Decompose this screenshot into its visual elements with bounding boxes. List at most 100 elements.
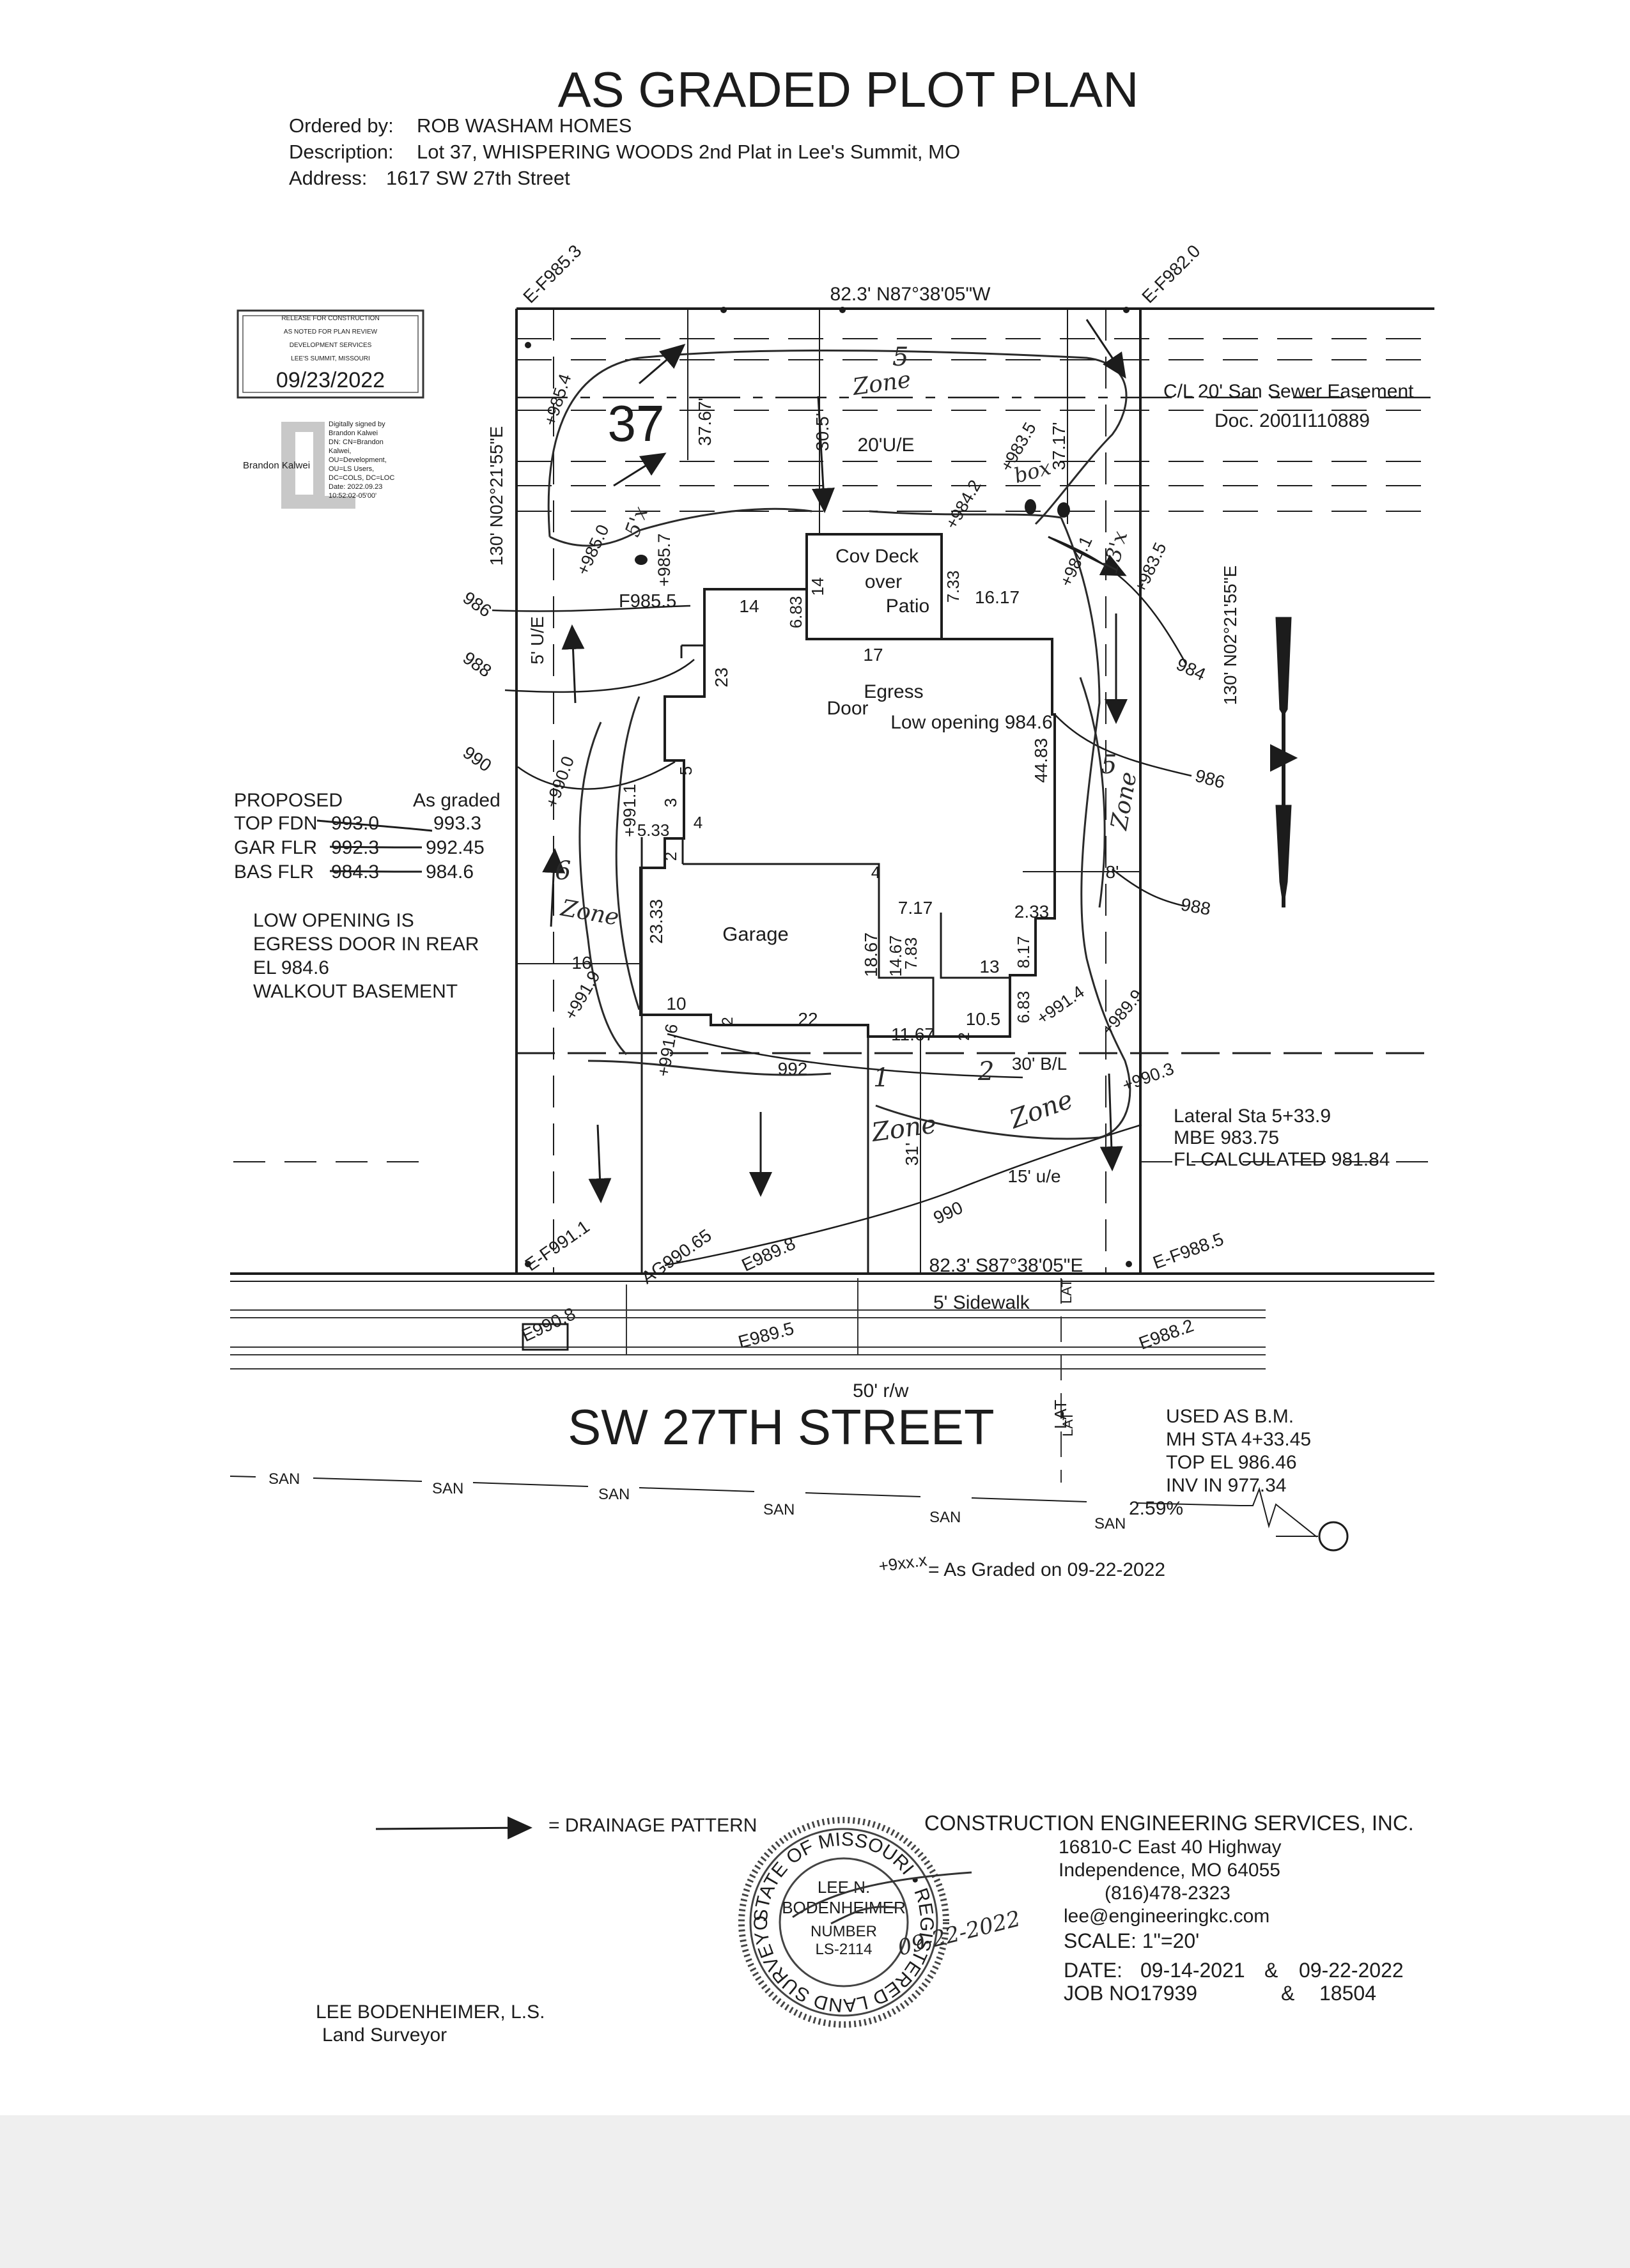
elev-991-6: +991.6: [653, 1022, 681, 1078]
zone-5-right-number: 5: [1101, 750, 1117, 780]
sewer-slope: 2.59%: [1129, 1498, 1183, 1519]
contour-lines: [492, 536, 1192, 1267]
lot-number: 37: [608, 395, 665, 452]
elev-ag990-65: AG990.65: [638, 1225, 715, 1288]
grade-row-3-graded: 984.6: [426, 861, 474, 883]
description-value: Lot 37, WHISPERING WOODS 2nd Plat in Lee…: [417, 141, 960, 163]
setback-side-right: 8': [1106, 862, 1119, 882]
street-name: SW 27TH STREET: [568, 1399, 994, 1455]
zone-1-number: 1: [873, 1063, 889, 1093]
dim-2-c: 2: [956, 1032, 973, 1040]
right-of-way-label: 50' r/w: [853, 1380, 909, 1401]
dim-2-33: 2.33: [1014, 902, 1050, 922]
dim-2-a: 2: [661, 852, 680, 861]
contour-986-right: 986: [1193, 766, 1227, 792]
dimension-lines: [516, 309, 1140, 1274]
company-address-1: 16810-C East 40 Highway: [1059, 1837, 1282, 1858]
lateral-note-1: Lateral Sta 5+33.9: [1174, 1106, 1331, 1127]
dim-4-b: 4: [871, 863, 880, 882]
seal-number-label: NUMBER: [811, 1923, 877, 1940]
elev-990-3: +990.3: [1120, 1059, 1177, 1095]
low-opening-line-2: EGRESS DOOR IN REAR: [253, 934, 479, 955]
front-utility-easement: 15' u/e: [1007, 1166, 1060, 1186]
dim-5: 5: [676, 766, 695, 775]
company-phone: (816)478-2323: [1105, 1883, 1230, 1904]
release-stamp-line-1: RELEASE FOR CONSTRUCTION: [281, 315, 379, 322]
grade-row-3-label: BAS FLR: [234, 861, 314, 883]
zone-1-label: Zone: [869, 1109, 938, 1148]
garage-label: Garage: [722, 923, 788, 945]
dim-6-83-b: 6.83: [1014, 991, 1033, 1024]
dim-22: 22: [798, 1009, 818, 1029]
grades-table: PROPOSED As graded TOP FDN 993.0 993.3 G…: [234, 790, 501, 883]
low-opening-line-1: LOW OPENING IS: [253, 910, 414, 931]
signature-line-7: DC=COLS, DC=LOC: [329, 474, 394, 482]
deck-label-line-1: Cov Deck: [835, 546, 919, 567]
surveyor-title: Land Surveyor: [322, 2025, 447, 2046]
grade-row-1-label: TOP FDN: [234, 813, 318, 834]
benchmark-line-2: MH STA 4+33.45: [1166, 1429, 1311, 1450]
elev-f985-5: F985.5: [619, 591, 676, 612]
dim-16: 16: [571, 953, 591, 973]
sanitary-sewer: [229, 1476, 1349, 1552]
grade-row-2-graded: 992.45: [426, 837, 485, 858]
dim-14-deck: 14: [808, 578, 827, 596]
hand-drawn-swales: [547, 349, 1131, 1140]
corner-se: E-F988.5: [1150, 1229, 1226, 1273]
description-label: Description:: [289, 141, 394, 163]
release-stamp-line-3: DEVELOPMENT SERVICES: [290, 342, 372, 349]
signature-line-2: Brandon Kalwei: [329, 429, 378, 437]
zone-6-label: Zone: [558, 895, 621, 930]
elev-985-7: +985.7: [655, 534, 674, 587]
dim-5-33: 5.33: [637, 821, 670, 840]
address-value: 1617 SW 27th Street: [386, 167, 570, 189]
spot-elevations: +985.4 +985.0 +985.7 F985.5 +983.5 +984.…: [518, 371, 1196, 1353]
signer-name: Brandon Kalwei: [243, 460, 310, 471]
zone-5-rear-label: Zone: [851, 367, 913, 401]
seal-number: LS-2114: [816, 1941, 873, 1958]
dim-2-b: 2: [719, 1017, 736, 1025]
setback-rear-right: 37.17': [1049, 422, 1069, 470]
elev-991-1: +991.1: [620, 784, 639, 837]
setback-rear-mid: 30.5': [812, 413, 832, 451]
seal-sign-date: 09-22-2022: [896, 1906, 1023, 1961]
contour-990-front: 990: [930, 1198, 965, 1228]
date-amp: &: [1264, 1959, 1278, 1982]
san-label-2: SAN: [432, 1480, 463, 1497]
lateral-label-b: LAT: [1059, 1279, 1075, 1304]
dim-3: 3: [661, 798, 680, 807]
drainage-arrows: [542, 319, 1128, 1203]
lateral-label-c: LAT: [1060, 1412, 1076, 1437]
dim-23: 23: [711, 667, 731, 687]
san-label-3: SAN: [598, 1486, 630, 1503]
building-line: 30' B/L: [1012, 1054, 1067, 1074]
surveyor-signature: [792, 1871, 972, 1925]
surveyor-name: LEE BODENHEIMER, L.S.: [316, 2002, 545, 2023]
graded-legend-text: = As Graded on 09-22-2022: [928, 1559, 1165, 1580]
benchmark-line-3: TOP EL 986.46: [1166, 1452, 1297, 1473]
contour-990-left: 990: [460, 743, 495, 776]
signature-line-1: Digitally signed by: [329, 420, 385, 428]
zone-5x-label: 5'x: [620, 503, 653, 539]
egress-label-line-2: Door: [827, 698, 868, 719]
dim-4-a: 4: [694, 813, 702, 832]
rear-utility-easement: 20'U/E: [857, 435, 914, 456]
dim-8-17: 8.17: [1014, 936, 1033, 969]
elev-983-5-right: +983.5: [1130, 539, 1170, 596]
dim-44-83: 44.83: [1031, 738, 1051, 783]
dim-7-17: 7.17: [898, 898, 933, 918]
san-label-4: SAN: [763, 1501, 795, 1518]
job-label: JOB NO:: [1064, 1982, 1145, 2005]
ordered-by-value: ROB WASHAM HOMES: [417, 114, 632, 137]
digital-signature: Brandon Kalwei Digitally signed by Brand…: [243, 420, 394, 509]
grade-row-1-graded: 993.3: [433, 813, 481, 834]
boundary-left: 130' N02°21'55"E: [486, 426, 506, 566]
company-email: lee@engineeringkc.com: [1064, 1906, 1269, 1927]
dim-11-67: 11.67: [891, 1024, 935, 1044]
dim-10: 10: [666, 994, 686, 1014]
signature-line-3: DN: CN=Brandon: [329, 438, 384, 446]
dim-23-33: 23.33: [646, 899, 666, 944]
contour-986-left: 986: [460, 588, 495, 621]
boundary-top: 82.3' N87°38'05"W: [830, 284, 991, 305]
signature-line-5: OU=Development,: [329, 456, 387, 464]
